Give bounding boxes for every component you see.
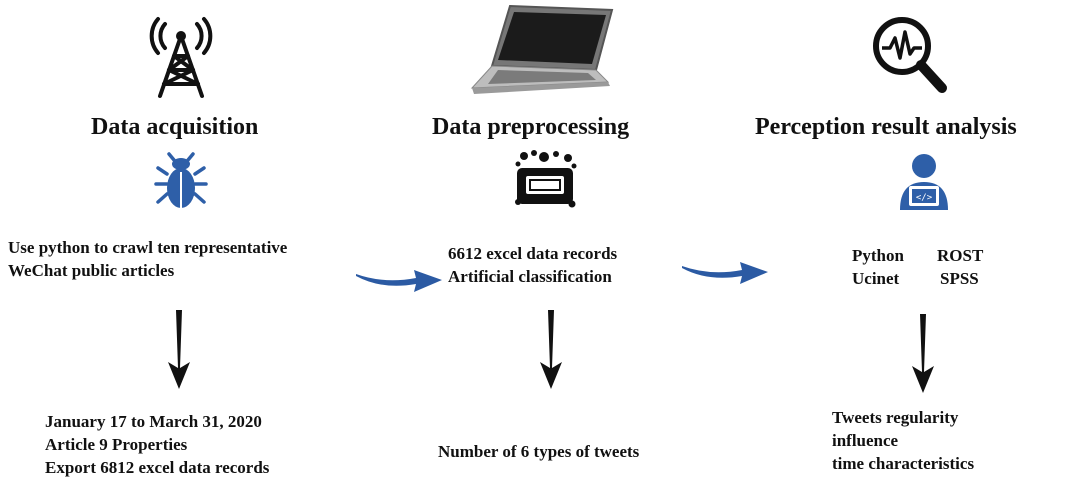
stage1-result: January 17 to March 31, 2020 Article 9 P…: [45, 410, 269, 479]
stage1-result-line: Article 9 Properties: [45, 435, 188, 454]
stage1-title: Data acquisition: [91, 114, 259, 140]
antenna-tower-icon: [149, 17, 213, 98]
svg-text:</>: </>: [916, 193, 933, 203]
tools-row: Python ROST: [852, 244, 983, 267]
stage1-result-line: January 17 to March 31, 2020: [45, 412, 262, 431]
stage2-result: Number of 6 types of tweets: [438, 440, 639, 463]
flow-arrow: [682, 262, 768, 284]
stage2-description-line: 6612 excel data records: [448, 244, 618, 263]
laptop-icon: [470, 4, 614, 94]
stage3-result-line: time characteristics: [832, 454, 975, 473]
stage1-description: Use python to crawl ten representative W…: [8, 236, 287, 282]
magnifier-signal-icon: [873, 17, 947, 93]
stage3-result-line: Tweets regularity: [832, 408, 959, 427]
data-processing-icon: [515, 150, 577, 208]
tool-label: Ucinet: [852, 269, 900, 288]
stage2-description: 6612 excel data records Artificial class…: [448, 242, 617, 288]
stage3-result: Tweets regularity influence time charact…: [832, 406, 974, 475]
down-arrow: [912, 314, 934, 393]
stage1-description-line: WeChat public articles: [8, 261, 175, 280]
tool-label: SPSS: [940, 269, 979, 288]
stage3-tools: Python ROST Ucinet SPSS: [852, 244, 983, 290]
stage3-title: Perception result analysis: [755, 114, 1017, 140]
stage2-description-line: Artificial classification: [448, 267, 612, 286]
stage1-description-line: Use python to crawl ten representative: [8, 238, 288, 257]
down-arrow: [168, 310, 190, 389]
flow-arrow: [356, 270, 442, 292]
stage2-title: Data preprocessing: [432, 114, 630, 140]
stage1-result-line: Export 6812 excel data records: [45, 458, 270, 477]
stage2-result-line: Number of 6 types of tweets: [438, 442, 640, 461]
tool-label: ROST: [937, 246, 984, 265]
spider-bug-icon: [154, 152, 208, 208]
down-arrow: [540, 310, 562, 389]
stage3-result-line: influence: [832, 431, 899, 450]
tools-row: Ucinet SPSS: [852, 267, 983, 290]
tool-label: Python: [852, 246, 904, 265]
developer-icon: </>: [900, 154, 948, 210]
